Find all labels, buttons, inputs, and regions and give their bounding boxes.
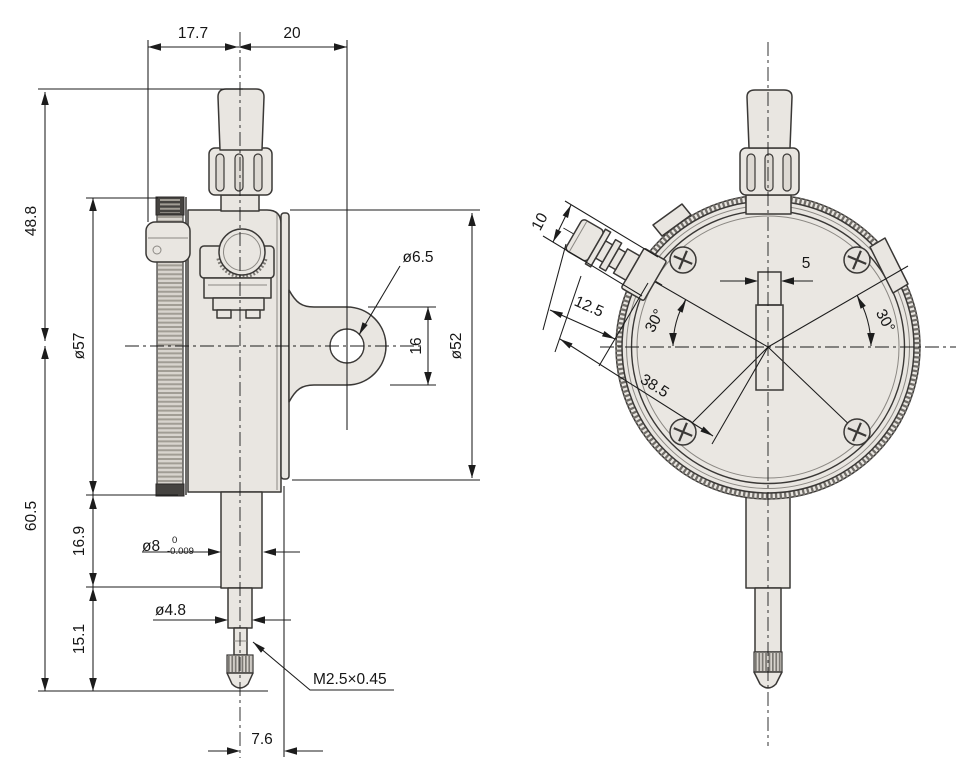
dim-dia52: ø52 [448, 333, 465, 360]
back-screws [669, 246, 871, 446]
screw-bottom-right [843, 418, 871, 446]
stem-clamp [199, 228, 275, 319]
dim-back-diameter: ø52 [290, 209, 480, 481]
dim-slot-width: 5 [720, 255, 813, 285]
dim-5: 5 [802, 255, 811, 272]
dim-16: 16 [408, 337, 425, 354]
screw-top-right [843, 246, 871, 274]
cap-front [746, 89, 793, 149]
cap [217, 88, 265, 151]
limit-tab-right [869, 237, 909, 294]
limit-tab-left [652, 203, 692, 237]
dim-thread: M2.5×0.45 [313, 671, 387, 688]
center-slot [755, 271, 784, 391]
dim-48-8: 48.8 [23, 206, 40, 236]
release-lever-assembly [561, 219, 667, 301]
dim-10: 10 [528, 210, 551, 234]
side-view: 17.7 20 48.8 60.5 ø57 [23, 25, 480, 758]
front-view: 30° 30° 5 [528, 42, 956, 746]
dim-dia8: ø8 [142, 538, 160, 555]
boss [745, 194, 792, 215]
dim-7-6: 7.6 [251, 731, 273, 748]
dim-15-1: 15.1 [71, 624, 88, 654]
bezel-top-edge [155, 196, 185, 216]
dim-dia6-5: ø6.5 [402, 249, 433, 266]
top-cap-assembly-front [739, 89, 800, 215]
dim-stem-diameter: ø8 0 -0.009 [142, 535, 300, 557]
dim-60-5: 60.5 [23, 501, 40, 531]
contact-point [226, 672, 254, 689]
lower-assembly [220, 491, 263, 689]
top-cap-assembly [208, 88, 273, 212]
dim-diameter-chain: ø57 16.9 15.1 [38, 197, 268, 692]
dim-12-5: 12.5 [572, 293, 606, 321]
screw-bottom-left [669, 418, 697, 446]
bezel-clamp [145, 221, 191, 263]
stem [220, 491, 263, 589]
dim-dia8-tol-upper: 0 [172, 535, 177, 546]
dim-16-9: 16.9 [71, 526, 88, 556]
screw-top-left [669, 246, 697, 274]
dim-lug-width: 16 [368, 306, 436, 386]
dim-heights: 48.8 60.5 [23, 92, 49, 691]
dim-dia8-tol-lower: -0.009 [167, 546, 194, 557]
release-knob [218, 228, 266, 276]
dim-tip-offset: 7.6 [208, 486, 323, 757]
dim-dia4-8: ø4.8 [155, 602, 186, 619]
dim-top-widths: 17.7 20 [38, 25, 348, 430]
dim-20: 20 [283, 25, 301, 42]
callout-lug-hole: ø6.5 [358, 249, 434, 336]
ext-center [711, 346, 769, 445]
callout-thread: M2.5×0.45 [252, 641, 394, 691]
bezel-bottom-edge [155, 483, 185, 497]
dim-17-7: 17.7 [178, 25, 208, 42]
dim-dia57: ø57 [71, 333, 88, 360]
line-30-right [767, 265, 909, 348]
dim-spindle-diameter: ø4.8 [153, 602, 291, 624]
